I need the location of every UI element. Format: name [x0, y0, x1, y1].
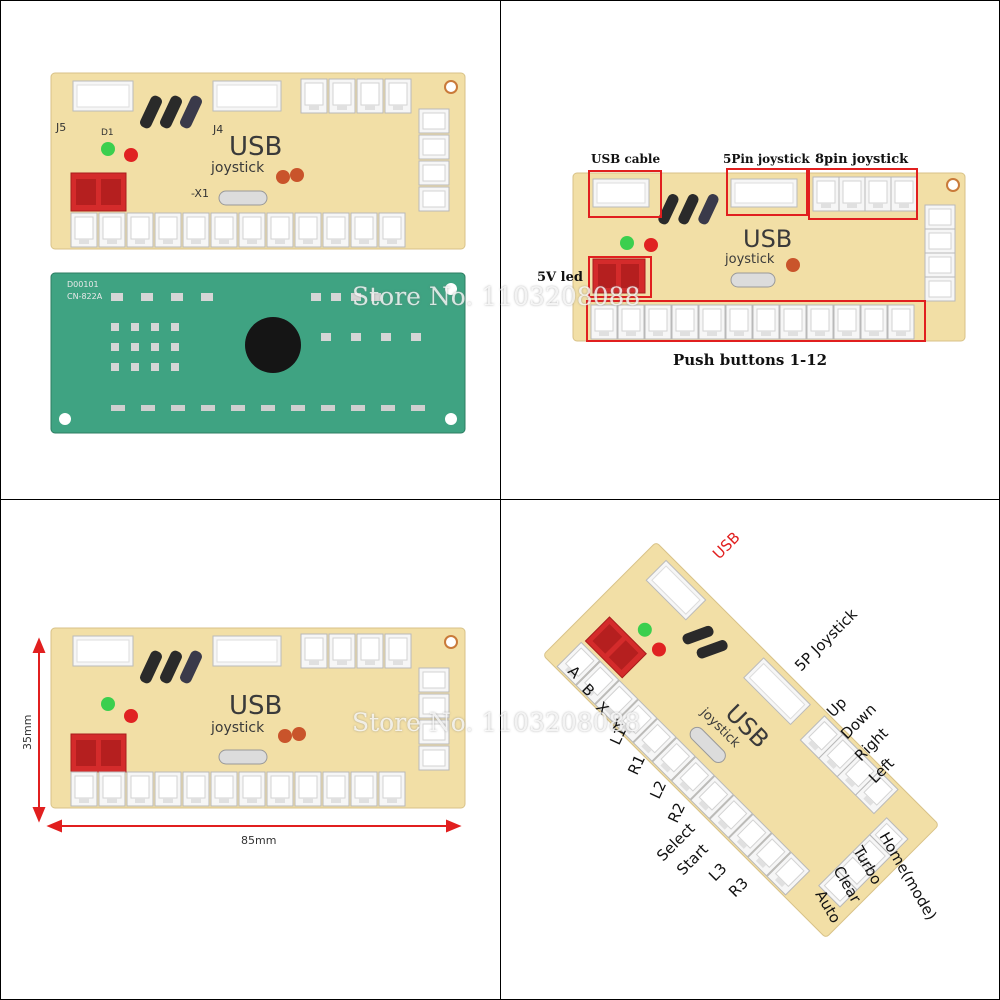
width-label: 85mm [241, 834, 276, 847]
back-code-2: CN-822A [67, 292, 103, 301]
board-front-dimensioned: USB joystick [50, 627, 466, 809]
push-buttons-box [586, 300, 926, 342]
dimension-arrows [32, 637, 462, 833]
silk-usb-3: USB [229, 691, 282, 721]
silk-usb: USB [229, 132, 282, 162]
board-annotated: USB joystick USB cable 5Pin joystick 8pi… [537, 152, 966, 369]
label-d1: D1 [101, 128, 114, 138]
label-5p-joystick: 5P Joystick [791, 605, 861, 675]
board-dimensions: USB joystick 85mm 35mm [21, 627, 466, 847]
label-5pin-joystick: 5Pin joystick [723, 152, 810, 166]
pin8-box [808, 168, 918, 220]
panel-top-left: USB joystick J5 J4 D1 -X1 [0, 0, 501, 500]
panel-bottom-left: USB joystick 85mm 35mm [0, 499, 501, 1000]
panel-top-right: USB joystick USB cable 5Pin joystick 8pi… [500, 0, 1000, 500]
board-back: D00101 CN-822A [50, 272, 466, 434]
label-j5: J5 [55, 121, 66, 134]
board-rotated: USB joystick [544, 543, 938, 937]
label-usb-cable: USB cable [591, 152, 660, 166]
pin5-box [726, 168, 808, 216]
label-button-l3: L3 [705, 859, 730, 884]
led-5v-box [588, 256, 652, 298]
label-usb-pin: USB [709, 528, 744, 563]
panel-bottom-right: USB joystick USB 5P Joystick Up Down Rig… [500, 499, 1000, 1000]
label-j4: J4 [212, 123, 223, 136]
label-x1: -X1 [191, 187, 209, 200]
label-push-buttons: Push buttons 1-12 [673, 351, 827, 369]
back-code-1: D00101 [67, 280, 99, 289]
board-front-annotated: USB joystick [572, 172, 966, 342]
label-button-l2: L2 [646, 778, 670, 802]
board-front-and-back: USB joystick J5 J4 D1 -X1 [50, 72, 466, 434]
watermark: Store No. 1103208088 [352, 282, 641, 311]
watermark-2: Store No. 1103208088 [352, 708, 641, 737]
label-8pin-joystick: 8pin joystick [815, 152, 909, 167]
silk-joystick-2: joystick [724, 252, 775, 267]
height-label: 35mm [21, 715, 34, 750]
silk-usb-2: USB [743, 225, 792, 253]
label-button-l1: L1 [606, 724, 630, 748]
chip-blob [245, 317, 301, 373]
board-front: USB joystick J5 J4 D1 -X1 [50, 72, 466, 250]
silk-joystick-3: joystick [210, 720, 265, 736]
silk-joystick: joystick [210, 160, 265, 176]
board-pinout: USB joystick USB 5P Joystick Up Down Rig… [544, 528, 940, 937]
usb-cable-box [588, 170, 662, 218]
label-button-r3: R3 [725, 874, 752, 901]
label-5v-led: 5V led [537, 270, 583, 285]
